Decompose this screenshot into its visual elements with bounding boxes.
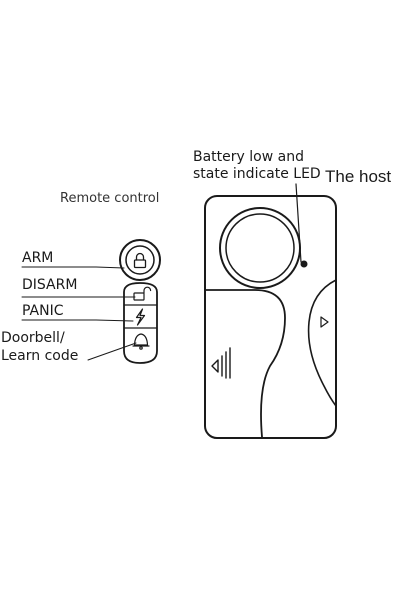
triangle-arrow-right-icon: [320, 316, 329, 328]
host-body: [204, 195, 337, 439]
host-side-groove: [307, 279, 337, 407]
arm-label: ARM: [22, 250, 54, 266]
led-leader: [295, 183, 302, 263]
panic-leader: [21, 319, 134, 322]
arm-button: [119, 239, 161, 281]
unlock-icon: [133, 286, 152, 301]
arm-leader: [21, 266, 125, 269]
volume-icon: [211, 347, 231, 379]
lightning-icon: [135, 308, 146, 326]
host-title: The host: [325, 167, 392, 186]
lock-icon: [133, 252, 147, 269]
host-siren-inner: [225, 213, 295, 283]
host-unit: [204, 183, 337, 439]
arm-button-inner: [125, 245, 155, 275]
bell-icon: [132, 333, 150, 350]
led-label-line2: state indicate LED: [193, 166, 321, 182]
doorbell-leader: [87, 342, 137, 361]
doorbell-label-line2: Learn code: [1, 348, 79, 364]
status-led: [300, 260, 308, 268]
host-panel-outline: [204, 289, 286, 438]
fob-body: [123, 282, 158, 364]
doorbell-label-line1: Doorbell/: [1, 330, 65, 346]
disarm-label: DISARM: [22, 277, 78, 293]
remote-control-title: Remote control: [60, 191, 160, 206]
led-label-line1: Battery low and: [193, 149, 304, 165]
remote-fob: [21, 239, 161, 364]
panic-label: PANIC: [22, 303, 64, 319]
host-siren-outer: [219, 207, 301, 289]
